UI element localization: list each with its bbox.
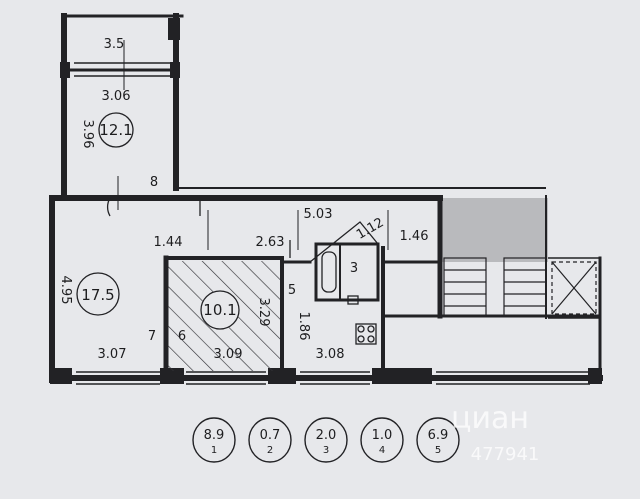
watermark: циан 477941 — [451, 401, 539, 465]
top-room-width-label: 3.06 — [102, 89, 131, 104]
center-room-width-label: 3.09 — [214, 347, 243, 362]
legend-item: 2.03 — [304, 417, 348, 463]
corridor-right-label: 1.46 — [400, 229, 429, 244]
legend-item: 0.72 — [248, 417, 292, 463]
watermark-brand: циан — [451, 401, 529, 436]
top-room-depth-label: 3.96 — [80, 120, 95, 149]
corridor-diag-label: 1.12 — [354, 215, 387, 242]
top-room-number: 8 — [150, 175, 158, 190]
corridor-length-label: 5.03 — [304, 207, 333, 222]
left-room-width-label: 3.07 — [98, 347, 127, 362]
legend-circle — [416, 417, 460, 463]
legend-item: 1.04 — [360, 417, 404, 463]
stair-landing — [440, 198, 548, 262]
fixtures — [309, 221, 379, 345]
top-room-area-label: 12.1 — [99, 121, 132, 139]
legend-circle — [360, 417, 404, 463]
area-legend: 8.910.722.031.046.95 — [192, 417, 460, 463]
legend-number: 2 — [267, 445, 273, 456]
windows — [74, 62, 600, 385]
legend-circle — [192, 417, 236, 463]
legend-number: 4 — [379, 445, 385, 456]
center-room-number: 6 — [178, 329, 186, 344]
dimension-lines — [117, 40, 389, 250]
legend-value: 1.0 — [372, 428, 393, 443]
legend-circle — [304, 417, 348, 463]
kitchen-number: 5 — [288, 283, 296, 298]
legend-circle — [248, 417, 292, 463]
legend-value: 0.7 — [260, 428, 281, 443]
legend-number: 3 — [323, 445, 329, 456]
legend-value: 6.9 — [428, 428, 449, 443]
legend-value: 2.0 — [316, 428, 337, 443]
legend-item: 6.95 — [416, 417, 460, 463]
left-room-number: 7 — [148, 329, 156, 344]
staircase — [443, 257, 597, 317]
doors — [106, 197, 291, 258]
legend-value: 8.9 — [204, 428, 225, 443]
wall-blocks — [50, 18, 602, 384]
watermark-code: 477941 — [471, 444, 540, 465]
legend-item: 8.91 — [192, 417, 236, 463]
kitchen-depth-label: 1.86 — [296, 312, 311, 341]
kitchen-width-label: 3.08 — [316, 347, 345, 362]
bath-number: 3 — [350, 261, 358, 276]
legend-number: 5 — [435, 445, 441, 456]
balcony-area-label: 3.5 — [104, 37, 125, 52]
left-room-area-label: 17.5 — [81, 286, 114, 304]
corridor-left-label: 1.44 — [154, 235, 183, 250]
legend-number: 1 — [211, 445, 217, 456]
left-room-depth-label: 4.95 — [58, 276, 73, 305]
corridor-mid-label: 2.63 — [256, 235, 285, 250]
center-room-depth-label: 3.29 — [256, 298, 271, 327]
center-room-area-label: 10.1 — [203, 301, 236, 319]
walls — [49, 13, 603, 383]
